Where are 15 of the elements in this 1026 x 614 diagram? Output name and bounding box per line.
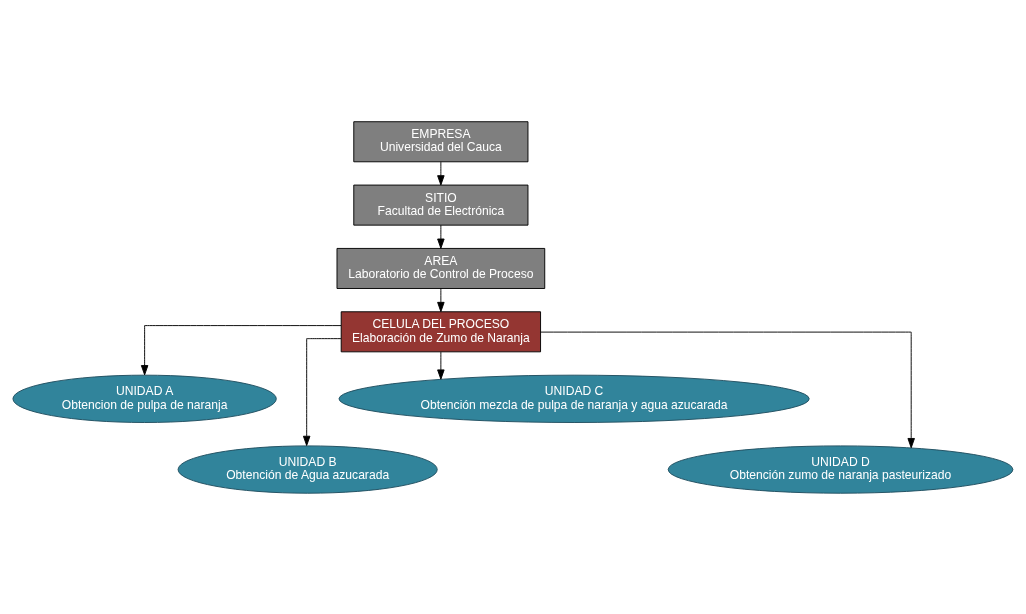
node-box: SITIO Facultad de Electrónica [353, 184, 529, 226]
node-box: AREA Laboratorio de Control de Proceso [336, 247, 546, 289]
arrow [437, 224, 445, 249]
arrow [437, 350, 445, 380]
arrow [140, 324, 342, 375]
arrow [540, 331, 915, 448]
node-ellipse: UNIDAD B Obtención de Agua azucarada [177, 444, 438, 494]
node-ellipse: UNIDAD D Obtención zumo de naranja pasteurizado [667, 444, 1014, 494]
node-box: CELULA DEL PROCESO Elaboración de Zumo de Naranja [340, 310, 542, 352]
arrow [437, 160, 445, 185]
arrow [437, 287, 445, 312]
node-ellipse: UNIDAD A Obtencion de pulpa de naranja [12, 374, 277, 423]
arrow [302, 337, 342, 446]
node-box: EMPRESA Universidad del Cauca [353, 120, 529, 162]
node-ellipse: UNIDAD C Obtención mezcla de pulpa de naranja y agua azucarada [338, 374, 810, 423]
